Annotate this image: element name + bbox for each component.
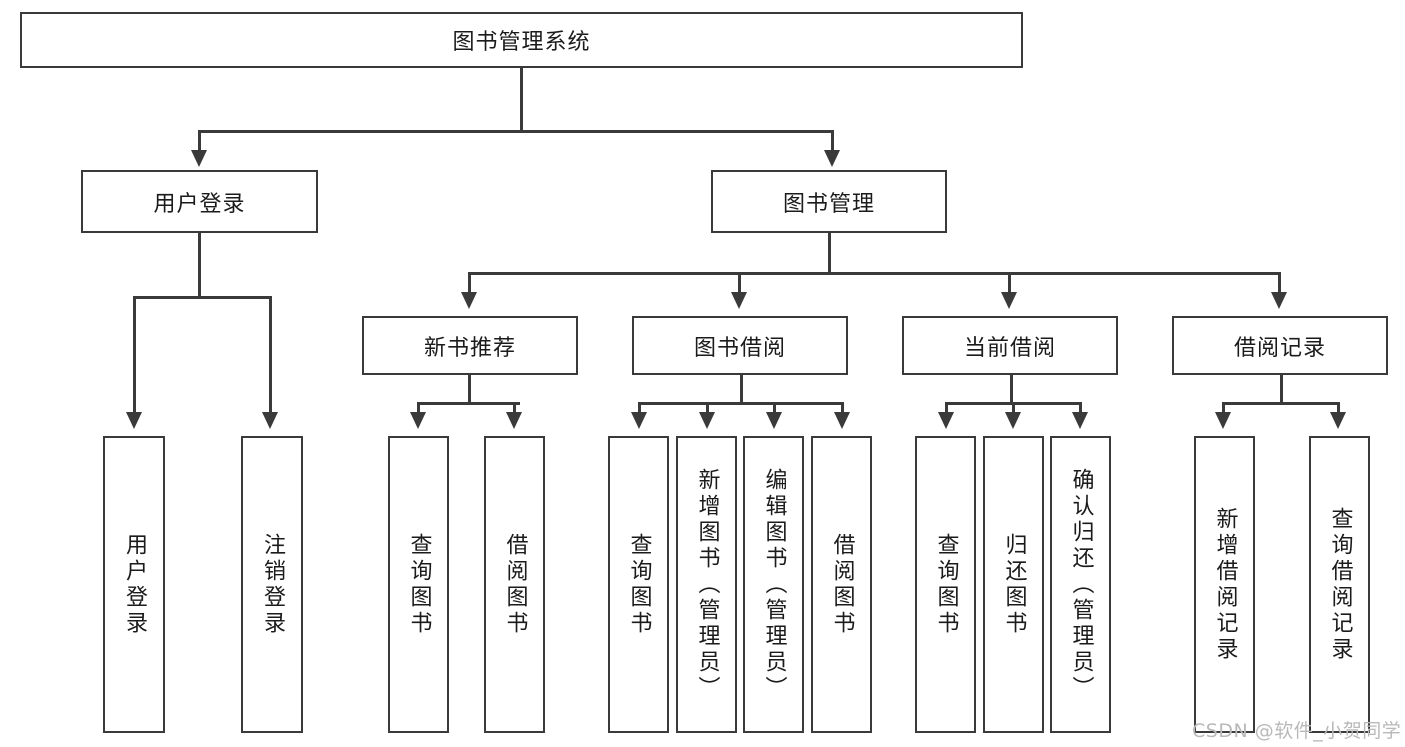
node-label: 图书管理系统 (452, 30, 591, 55)
arrow-to-leaf-query-record (1330, 412, 1346, 429)
arrow-to-leaf-edit-book (766, 412, 782, 429)
connector-bb-stem (740, 375, 743, 404)
connector-cb-stem (1010, 375, 1013, 404)
csdn-watermark: CSDN @软件_小贺同学 (1192, 720, 1402, 742)
arrow-to-leaf-query-book-1 (410, 412, 426, 429)
arrow-to-book-borrow (731, 292, 747, 309)
connector-br-stem (1280, 375, 1283, 404)
node-label: 借阅图书 (502, 532, 528, 637)
connector-root-to-book-manage (831, 130, 834, 152)
leaf-node-user-login[interactable]: 用户登录 (103, 436, 165, 733)
node-root-book-management-system[interactable]: 图书管理系统 (20, 12, 1023, 68)
arrow-to-leaf-query-book-2 (631, 412, 647, 429)
arrow-to-leaf-borrow-book-2 (834, 412, 850, 429)
arrow-to-leaf-return-book (1005, 412, 1021, 429)
connector-cb-branch-2 (1012, 402, 1015, 414)
connector-root-stem (520, 68, 523, 130)
connector-bm-branch-4 (1278, 272, 1281, 294)
node-label: 借阅图书 (829, 532, 855, 637)
connector-nbr-bus (417, 402, 520, 405)
connector-nbr-branch-2 (513, 402, 516, 414)
node-label: 查询借阅记录 (1327, 506, 1353, 663)
connector-cb-branch-3 (1079, 402, 1082, 414)
arrow-to-leaf-confirm-return (1072, 412, 1088, 429)
node-label: 确认归还（管理员） (1068, 467, 1094, 702)
node-label: 查询图书 (406, 532, 432, 637)
node-current-borrowing[interactable]: 当前借阅 (902, 316, 1118, 375)
connector-nbr-branch-1 (417, 402, 420, 414)
connector-br-branch-2 (1337, 402, 1340, 414)
node-label: 新增借阅记录 (1212, 506, 1238, 663)
arrow-to-leaf-user-logout (262, 412, 278, 429)
connector-bb-bus (638, 402, 842, 405)
leaf-node-add-borrow-record[interactable]: 新增借阅记录 (1194, 436, 1255, 733)
leaf-node-confirm-return-admin[interactable]: 确认归还（管理员） (1050, 436, 1111, 733)
node-label: 借阅记录 (1233, 335, 1326, 361)
leaf-node-query-book-2[interactable]: 查询图书 (608, 436, 669, 733)
arrow-to-leaf-add-record (1215, 412, 1231, 429)
connector-bb-branch-4 (841, 402, 844, 414)
node-label: 注销登录 (260, 532, 285, 637)
arrow-to-leaf-user-login (126, 412, 142, 429)
node-user-login[interactable]: 用户登录 (81, 170, 318, 233)
connector-bm-branch-1 (468, 272, 471, 294)
arrow-to-leaf-add-book (699, 412, 715, 429)
leaf-node-user-logout[interactable]: 注销登录 (241, 436, 303, 733)
connector-book-manage-stem (828, 233, 831, 274)
arrow-to-borrow-record (1271, 292, 1287, 309)
leaf-node-edit-book-admin[interactable]: 编辑图书（管理员） (743, 436, 804, 733)
node-label: 查询图书 (933, 532, 959, 637)
connector-bm-branch-2 (738, 272, 741, 294)
connector-user-login-branch-2 (269, 296, 272, 414)
arrow-to-user-login (191, 150, 207, 167)
node-new-book-recommendation[interactable]: 新书推荐 (362, 316, 578, 375)
node-label: 图书管理 (782, 191, 875, 217)
connector-br-branch-1 (1222, 402, 1225, 414)
connector-bm-branch-3 (1008, 272, 1011, 294)
node-book-management[interactable]: 图书管理 (711, 170, 947, 233)
connector-nbr-stem (468, 375, 471, 404)
node-borrow-records[interactable]: 借阅记录 (1172, 316, 1388, 375)
connector-user-login-stem (198, 233, 201, 298)
connector-bb-branch-1 (638, 402, 641, 414)
connector-br-bus (1222, 402, 1339, 405)
node-label: 新增图书（管理员） (694, 467, 720, 702)
node-label: 当前借阅 (963, 335, 1056, 361)
leaf-node-borrow-book-2[interactable]: 借阅图书 (811, 436, 872, 733)
leaf-node-borrow-book-1[interactable]: 借阅图书 (484, 436, 545, 733)
connector-book-manage-bus (468, 272, 1280, 275)
node-label: 图书借阅 (693, 335, 786, 361)
connector-root-to-user-login (198, 130, 201, 152)
leaf-node-query-book-3[interactable]: 查询图书 (915, 436, 976, 733)
connector-bb-branch-3 (773, 402, 776, 414)
connector-bb-branch-2 (706, 402, 709, 414)
arrow-to-book-manage (824, 150, 840, 167)
connector-user-login-bus (133, 296, 272, 299)
node-label: 新书推荐 (423, 335, 516, 361)
leaf-node-query-book-1[interactable]: 查询图书 (388, 436, 449, 733)
leaf-node-add-book-admin[interactable]: 新增图书（管理员） (676, 436, 737, 733)
node-book-borrowing[interactable]: 图书借阅 (632, 316, 848, 375)
connector-cb-branch-1 (945, 402, 948, 414)
node-label: 编辑图书（管理员） (761, 467, 787, 702)
arrow-to-leaf-borrow-book-1 (506, 412, 522, 429)
leaf-node-return-book[interactable]: 归还图书 (983, 436, 1044, 733)
arrow-to-leaf-query-book-3 (938, 412, 954, 429)
node-label: 查询图书 (626, 532, 652, 637)
node-label: 用户登录 (122, 532, 147, 637)
connector-root-bus (198, 130, 832, 133)
leaf-node-query-borrow-record[interactable]: 查询借阅记录 (1309, 436, 1370, 733)
connector-user-login-branch-1 (133, 296, 136, 414)
node-label: 用户登录 (153, 191, 246, 217)
node-label: 归还图书 (1001, 532, 1027, 637)
arrow-to-new-book-rec (461, 292, 477, 309)
arrow-to-current-borrow (1001, 292, 1017, 309)
